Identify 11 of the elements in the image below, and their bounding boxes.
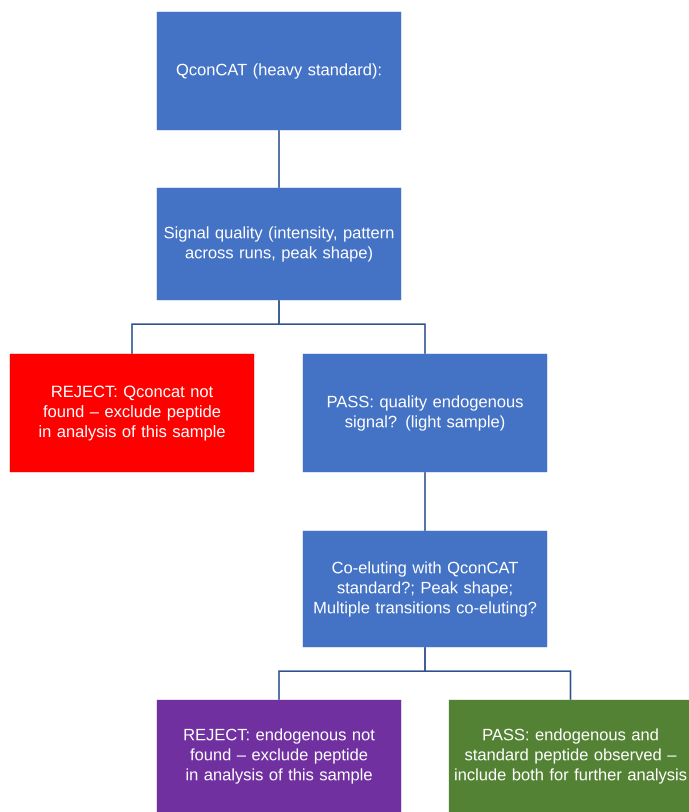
process-box: REJECT: endogenous not found – exclude peptide in analysis of this sample xyxy=(156,700,402,812)
connector-line xyxy=(424,647,572,700)
process-box: Co-eluting with QconCAT standard?; Peak shape; Multiple transitions co-eluting? xyxy=(302,530,548,648)
connector-line xyxy=(278,300,426,354)
process-box: REJECT: Qconcat not found – exclude peptide in analysis of this sample xyxy=(10,354,254,472)
process-box: PASS: endogenous and standard peptide observed – include both for further analysis xyxy=(448,700,689,812)
connector-line xyxy=(278,130,280,188)
process-box: Signal quality (intensity, pattern across runs, peak shape) xyxy=(156,188,402,300)
process-box: PASS: quality endogenous signal? (light sample) xyxy=(302,354,548,472)
connector-line xyxy=(424,472,426,531)
process-box: QconCAT (heavy standard): xyxy=(156,12,402,130)
